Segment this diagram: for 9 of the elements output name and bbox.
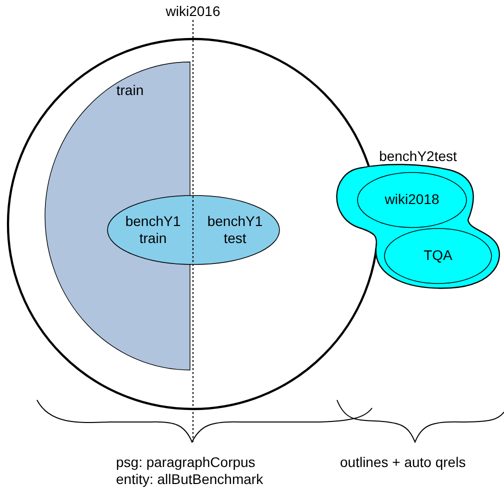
note-text: psg: paragraphCorpus entity: allButBenchmark	[116, 454, 264, 488]
region-label: TQA	[422, 247, 454, 264]
region-label: benchY1 test	[206, 213, 264, 247]
region-label: benchY2test	[378, 148, 458, 165]
region-label: wiki2016	[164, 3, 222, 20]
region-label: benchY1 train	[124, 213, 182, 247]
note-text: outlines + auto qrels	[340, 454, 467, 471]
region-label: train	[115, 82, 145, 99]
region-label: wiki2018	[384, 191, 440, 208]
